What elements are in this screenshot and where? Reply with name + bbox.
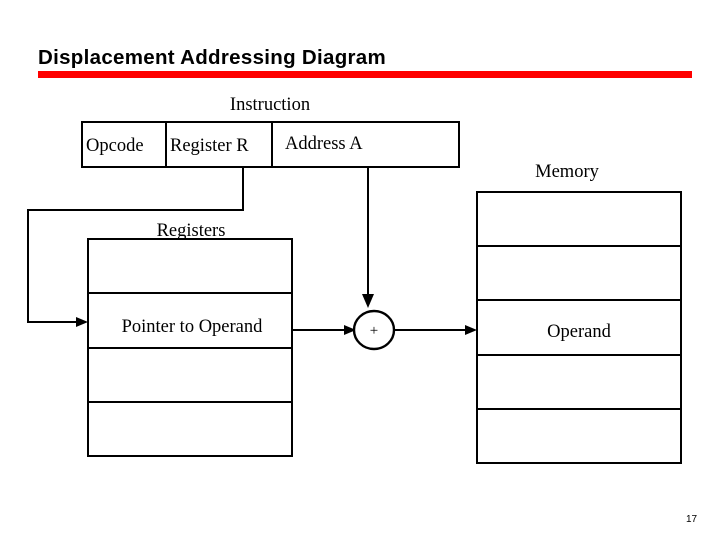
registers-to-adder-connector	[292, 325, 356, 335]
address-a-connector-arrowhead	[362, 294, 374, 308]
adder-memory-connector-arrowhead	[465, 325, 477, 335]
slide-page-number: 17	[686, 514, 698, 525]
registers-caption: Registers	[157, 221, 226, 241]
registers-row-2-label: Pointer to Operand	[122, 317, 264, 337]
registers-box: Pointer to Operand	[87, 238, 293, 457]
memory-caption: Memory	[535, 162, 599, 182]
memory-box: Operand	[476, 191, 682, 464]
instruction-cell-address-a: Address A	[285, 134, 363, 154]
register-r-to-registers-connector	[27, 167, 244, 327]
memory-row-3-label: Operand	[547, 322, 611, 342]
adder-plus-symbol: +	[370, 323, 378, 339]
instruction-cell-register-r: Register R	[170, 136, 249, 156]
page-title: Displacement Addressing Diagram	[38, 46, 387, 69]
title-underline-rule	[38, 71, 692, 78]
instruction-caption: Instruction	[230, 95, 310, 115]
adder-to-memory-connector	[394, 325, 477, 335]
register-r-connector-path	[27, 167, 244, 323]
registers-adder-connector-arrowhead	[344, 325, 356, 335]
instruction-box: Opcode Register R Address A	[81, 121, 460, 168]
address-a-to-adder-connector	[362, 167, 374, 308]
instruction-box-outline	[81, 121, 460, 168]
memory-box-outline	[476, 191, 682, 464]
instruction-cell-opcode: Opcode	[86, 136, 144, 156]
register-r-connector-arrowhead	[76, 317, 88, 327]
adder-node: +	[352, 309, 396, 351]
